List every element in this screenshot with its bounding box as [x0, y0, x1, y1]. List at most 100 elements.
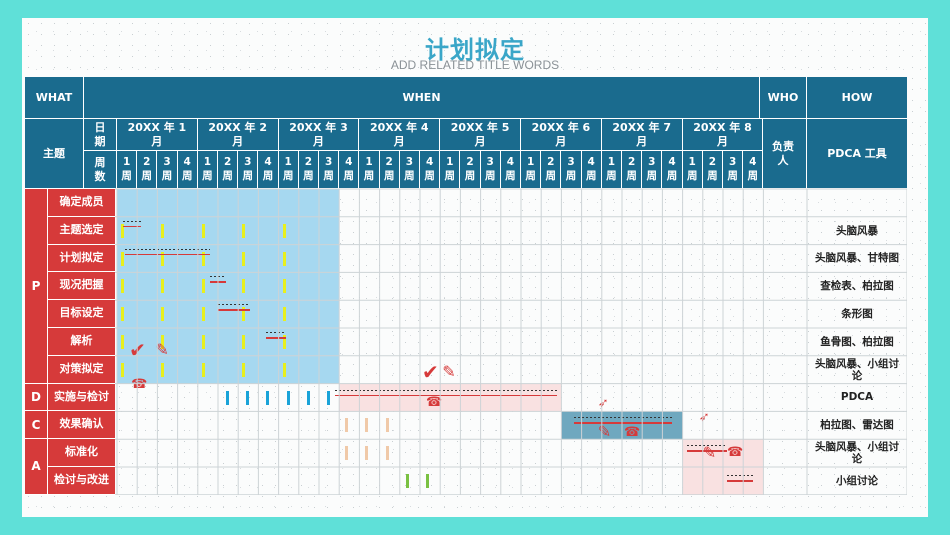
progress-tick [121, 307, 124, 322]
pencil-icon: ✎ [702, 443, 717, 463]
progress-tick [242, 223, 246, 238]
act-phase-block [682, 439, 764, 495]
week-header: 1周 [359, 151, 380, 189]
progress-tick [242, 335, 246, 349]
month-header: 20XX 年 2 月 [197, 119, 279, 151]
dotted-line [727, 475, 754, 476]
row-tool: PDCA [840, 391, 874, 404]
phone-icon: ☎ [426, 394, 443, 410]
row-topic: 解析 [47, 328, 115, 356]
progress-tick [242, 307, 246, 322]
week-header: 4周 [258, 151, 279, 189]
progress-tick [201, 279, 205, 294]
week-header: 4周 [500, 151, 521, 189]
week-header: 2周 [379, 151, 400, 189]
week-header: 3周 [642, 151, 663, 189]
progress-tick [242, 279, 246, 294]
progress-tick [161, 335, 165, 349]
progress-tick [161, 307, 165, 322]
week-header: 3周 [157, 151, 178, 189]
week-header: 3周 [319, 151, 340, 189]
gantt-table: WHAT WHEN WHO HOW 主题 日期 周数 负责人 PDCA 工具 2… [25, 77, 907, 495]
header-when: WHEN [84, 77, 760, 119]
progress-tick [201, 307, 205, 322]
pencil-icon: ✎ [597, 422, 612, 442]
progress-tick [282, 362, 286, 377]
dotted-line [218, 304, 250, 306]
progress-tick [345, 446, 349, 461]
row-tool: 头脑风暴 [836, 224, 878, 237]
plan-line [266, 337, 287, 339]
progress-tick [426, 474, 429, 488]
progress-tick [246, 390, 250, 405]
pencil-icon: ✎ [155, 340, 169, 359]
progress-tick [201, 223, 205, 238]
check-icon: ✔ [422, 359, 439, 384]
progress-tick [201, 251, 205, 266]
progress-tick [201, 335, 205, 349]
progress-tick [226, 390, 229, 405]
row-topic: 确定成员 [47, 189, 115, 217]
row-tool: 头脑风暴、甘特图 [815, 252, 899, 265]
week-header: 1周 [197, 151, 218, 189]
week-header: 2周 [541, 151, 562, 189]
week-header: 1周 [682, 151, 703, 189]
month-header: 20XX 年 7 月 [601, 119, 683, 151]
month-header: 20XX 年 1 月 [117, 119, 198, 151]
dotted-line [335, 389, 558, 391]
row-topic: 实施与检讨 [47, 383, 115, 412]
week-header: 2周 [622, 151, 643, 189]
progress-tick [266, 390, 270, 405]
phone-icon: ☎ [624, 425, 641, 441]
week-header: 1周 [278, 151, 299, 189]
row-tool: 柏拉图、雷达图 [820, 419, 894, 432]
phase-label: P [25, 189, 47, 384]
row-topic: 主题选定 [47, 216, 115, 245]
pin-icon: ➶ [698, 409, 710, 425]
progress-tick [282, 307, 286, 322]
dotted-line [686, 445, 727, 447]
week-header: 2周 [298, 151, 319, 189]
pencil-icon: ✎ [442, 361, 456, 381]
phase-label: D [25, 383, 47, 412]
progress-tick [306, 390, 310, 405]
progress-tick [365, 446, 369, 461]
check-phase-block [561, 411, 683, 440]
header-tool: PDCA 工具 [807, 119, 907, 189]
row-tool: 头脑风暴、小组讨论 [815, 441, 899, 466]
header-what: WHAT [25, 77, 84, 119]
month-header: 20XX 年 6 月 [521, 119, 602, 151]
dotted-line [125, 248, 211, 250]
month-header: 20XX 年 3 月 [278, 119, 360, 151]
dotted-line [123, 220, 142, 222]
row-tool: 查检表、柏拉图 [820, 280, 894, 293]
week-header: 2周 [137, 151, 158, 189]
plan-phase-block [117, 189, 340, 384]
dotted-line [573, 417, 672, 419]
progress-tick [405, 474, 409, 488]
week-header: 3周 [399, 151, 420, 189]
phase-label: A [25, 439, 47, 495]
plan-line [125, 253, 211, 256]
progress-tick [345, 418, 349, 433]
week-header: 1周 [440, 151, 461, 189]
header-week: 周数 [84, 151, 117, 189]
week-header: 2周 [702, 151, 723, 189]
week-header: 2周 [218, 151, 239, 189]
phase-label: C [25, 411, 47, 440]
progress-tick [385, 446, 389, 461]
month-header: 20XX 年 8 月 [682, 119, 764, 151]
row-topic: 现况把握 [47, 272, 115, 301]
week-header: 2周 [460, 151, 481, 189]
header-who: WHO [760, 77, 807, 119]
progress-tick [161, 251, 165, 266]
header-topic: 主题 [25, 119, 84, 189]
progress-tick [282, 335, 286, 349]
row-tool [807, 189, 907, 217]
row-topic: 检讨与改进 [47, 467, 115, 495]
phone-icon: ☎ [131, 376, 148, 392]
plan-line [686, 450, 727, 452]
dotted-line [266, 332, 287, 333]
row-topic: 计划拟定 [47, 244, 115, 273]
progress-tick [242, 251, 246, 266]
